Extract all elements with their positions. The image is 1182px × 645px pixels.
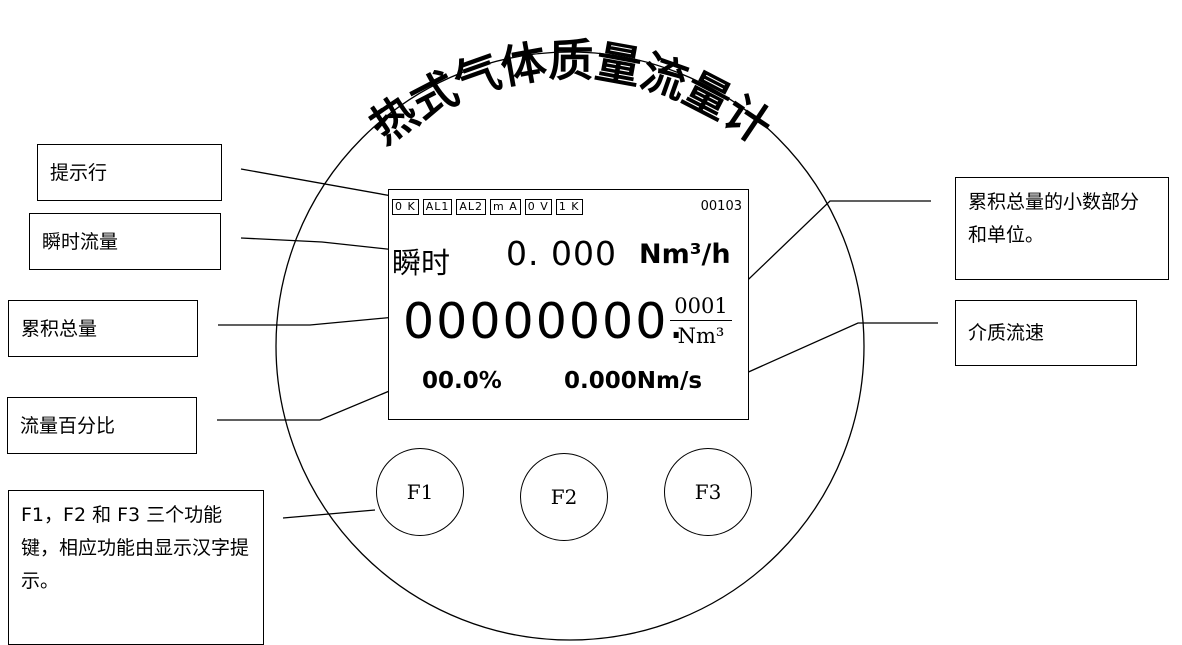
indicator-ok: 0 K — [392, 199, 419, 215]
callout-medium-velocity: 介质流速 — [955, 300, 1137, 366]
status-code: 00103 — [700, 199, 742, 214]
total-decimal-digits: 0001 — [670, 294, 732, 321]
leader-function-keys — [282, 509, 376, 519]
callout-prompt-line: 提示行 — [37, 144, 222, 201]
leader-instant-flow — [240, 237, 397, 251]
instant-flow-unit: Nm³/h — [639, 239, 731, 270]
callout-flow-percent: 流量百分比 — [7, 397, 197, 454]
meter-title: 热式气体质量流量计 — [361, 34, 781, 154]
instant-flow-label: 瞬时 — [392, 246, 451, 280]
callout-total-decimal-unit: 累积总量的小数部分和单位。 — [955, 177, 1169, 280]
leader-lines — [217, 168, 938, 519]
indicator-0v: 0 V — [524, 199, 552, 215]
flow-percent-value: 00.0% — [422, 368, 502, 394]
total-flow-unit: Nm³ — [677, 324, 725, 348]
total-flow-fraction: 0001 Nm³ — [670, 294, 732, 347]
f3-key[interactable]: F3 — [664, 448, 752, 536]
medium-velocity-value: 0.000Nm/s — [564, 368, 703, 394]
indicator-1k: 1 K — [555, 199, 583, 215]
meter-outline — [275, 51, 865, 641]
callout-instant-flow: 瞬时流量 — [29, 213, 221, 270]
lcd-display: 0 K AL1 AL2 m A 0 V 1 K 00103 瞬时 0. 000 … — [388, 189, 749, 420]
indicator-ma: m A — [490, 199, 521, 215]
leader-total-flow — [218, 315, 407, 326]
f2-key[interactable]: F2 — [520, 453, 608, 541]
instant-flow-value: 0. 000 — [506, 234, 617, 273]
indicator-al2: AL2 — [456, 199, 487, 215]
leader-prompt-line — [240, 168, 393, 197]
indicator-al1: AL1 — [422, 199, 453, 215]
callout-total-flow: 累积总量 — [8, 300, 198, 357]
leader-total-decimal — [726, 200, 931, 301]
f1-key[interactable]: F1 — [376, 448, 464, 536]
total-flow-value: 00000000. — [403, 293, 686, 350]
callout-function-keys: F1，F2 和 F3 三个功能键，相应功能由显示汉字提示。 — [8, 490, 264, 645]
status-indicators: 0 K AL1 AL2 m A 0 V 1 K — [392, 199, 583, 215]
leader-medium-velocity — [743, 322, 938, 375]
